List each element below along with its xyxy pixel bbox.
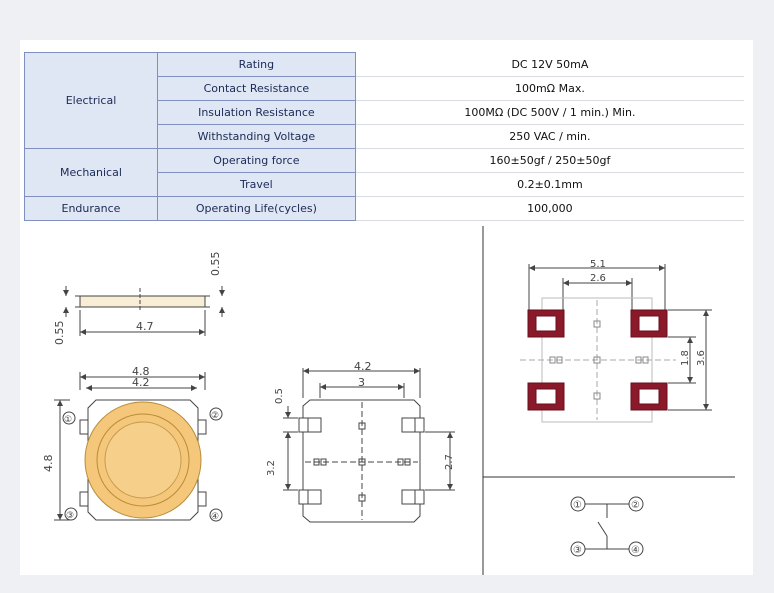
pin-4-label: ④ <box>211 512 219 522</box>
dim-top-height: 4.8 <box>42 455 55 473</box>
table-row: Contact Resistance 100mΩ Max. <box>25 76 744 101</box>
param-value: 100MΩ (DC 500V / 1 min.) Min. <box>355 100 744 125</box>
group-mechanical: Mechanical <box>24 148 158 197</box>
switch-schematic: ① ② ③ ④ <box>570 496 644 557</box>
param-value: 160±50gf / 250±50gf <box>355 148 744 173</box>
dim-bottom-inner-width: 3 <box>358 376 365 389</box>
param-label: Contact Resistance <box>156 76 356 101</box>
dim-bottom-height-left: 3.2 <box>266 460 277 476</box>
schematic-pin-4: ④ <box>631 545 640 556</box>
dim-footprint-height: 3.6 <box>696 350 707 366</box>
param-label: Operating force <box>156 148 356 173</box>
table-row: Mechanical Operating force 160±50gf / 25… <box>24 148 744 197</box>
dim-bottom-height-right: 2.7 <box>444 454 455 470</box>
param-value: 0.2±0.1mm <box>355 172 744 197</box>
dim-footprint-outer-width: 5.1 <box>590 259 606 270</box>
spec-table: Electrical Rating DC 12V 50mA Contact Re… <box>24 52 744 221</box>
schematic-pin-3: ③ <box>573 545 582 556</box>
dim-top-inner-width: 4.2 <box>132 376 150 389</box>
table-row: Insulation Resistance 100MΩ (DC 500V / 1… <box>25 100 744 125</box>
dim-top-outer-width: 4.8 <box>132 365 150 378</box>
param-label: Insulation Resistance <box>156 100 356 125</box>
table-row: Travel 0.2±0.1mm <box>25 172 744 197</box>
table-row: Electrical Rating DC 12V 50mA <box>24 52 744 149</box>
pin-1-label: ① <box>64 415 72 425</box>
pin-2-label: ② <box>211 411 219 421</box>
top-view: 4.8 4.2 4.8 ① ② ③ ④ <box>42 365 223 522</box>
dim-bottom-tab-height: 0.5 <box>274 388 285 404</box>
schematic-pin-1: ① <box>573 500 582 511</box>
dim-side-length: 4.7 <box>136 320 154 333</box>
side-view: 0.55 0.55 4.7 <box>53 252 225 346</box>
dim-side-height-left: 0.55 <box>53 321 66 346</box>
schematic-pin-2: ② <box>631 500 640 511</box>
pin-3-label: ③ <box>66 511 74 521</box>
param-value: 250 VAC / min. <box>355 124 744 149</box>
param-value: DC 12V 50mA <box>355 52 744 77</box>
dim-footprint-gap: 1.8 <box>680 350 691 366</box>
dim-bottom-outer-width: 4.2 <box>354 360 372 373</box>
param-value: 100,000 <box>355 196 744 221</box>
param-value: 100mΩ Max. <box>355 76 744 101</box>
bottom-view: 4.2 3 0.5 3.2 2 <box>266 360 455 523</box>
group-endurance: Endurance <box>24 196 158 221</box>
param-label: Travel <box>156 172 356 197</box>
table-row: Withstanding Voltage 250 VAC / min. <box>25 124 744 149</box>
dim-footprint-inner-width: 2.6 <box>590 273 606 284</box>
table-row: Endurance Operating Life(cycles) 100,000 <box>24 196 744 221</box>
param-label: Withstanding Voltage <box>156 124 356 149</box>
dim-side-height-top: 0.55 <box>209 252 222 277</box>
group-electrical: Electrical <box>24 52 158 149</box>
param-label: Rating <box>156 52 356 77</box>
param-label: Operating Life(cycles) <box>156 196 356 221</box>
footprint-view: 5.1 2.6 1.8 3. <box>520 259 712 423</box>
